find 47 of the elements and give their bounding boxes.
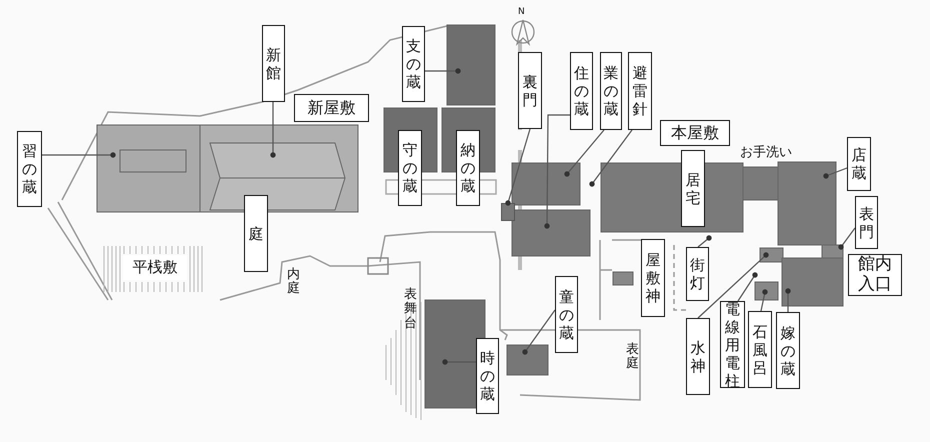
building-label: 住の蔵: [570, 52, 593, 130]
building-label: 新館: [262, 25, 285, 102]
building-label: 居宅: [681, 150, 705, 227]
shrine-label: 屋敷神: [641, 239, 665, 317]
entrance-label: 館内入口: [848, 254, 902, 296]
leader-line: [838, 228, 856, 250]
seating-area-label: 平桟敷: [123, 255, 187, 280]
gate-label: 表門: [855, 196, 878, 249]
streetlight-label: 街灯: [686, 247, 709, 301]
garden-label: 内庭: [287, 268, 301, 297]
leader-line: [505, 128, 531, 206]
leader-line: [738, 272, 758, 302]
garden-label: 表庭: [626, 343, 640, 372]
leader-line: [564, 130, 604, 177]
lightning-rod-label: 避雷針: [628, 52, 652, 130]
shrine-label: 水神: [686, 318, 710, 395]
area-label: 本屋敷: [660, 120, 730, 146]
building-label: 業の蔵: [600, 52, 622, 130]
leader-line: [823, 167, 848, 179]
leader-line: [698, 235, 712, 248]
compass-letter: N: [518, 8, 525, 18]
gate-building: [501, 203, 515, 221]
garden-label: 庭: [244, 195, 268, 272]
utility-pole-label: 電線用電柱: [720, 301, 745, 388]
building-label: 習の蔵: [17, 131, 42, 207]
building-label: 嫁の蔵: [776, 312, 800, 389]
building-label: 店蔵: [847, 137, 871, 191]
leader-line: [522, 310, 556, 355]
stage-label: 表舞台: [404, 288, 418, 331]
leader-line: [760, 289, 768, 312]
building-label: 時の蔵: [476, 338, 499, 414]
leader-line: [785, 288, 791, 312]
building-label: 納の蔵: [456, 130, 480, 206]
gate-label: 裏門: [518, 52, 542, 129]
leader-line: [425, 68, 461, 74]
leader-line: [698, 252, 769, 318]
building-label: 守の蔵: [398, 130, 422, 206]
area-label: 新屋敷: [294, 94, 369, 122]
leader-line: [42, 152, 116, 158]
leader-line: [270, 102, 276, 158]
building-label: 支の蔵: [402, 26, 425, 102]
leader-line: [442, 359, 476, 365]
building-label: 童の蔵: [555, 276, 578, 353]
leader-line: [589, 130, 632, 187]
leader-line: [544, 114, 570, 229]
restroom-label: お手洗い: [740, 146, 792, 160]
bath-label: 石風呂: [748, 311, 772, 388]
